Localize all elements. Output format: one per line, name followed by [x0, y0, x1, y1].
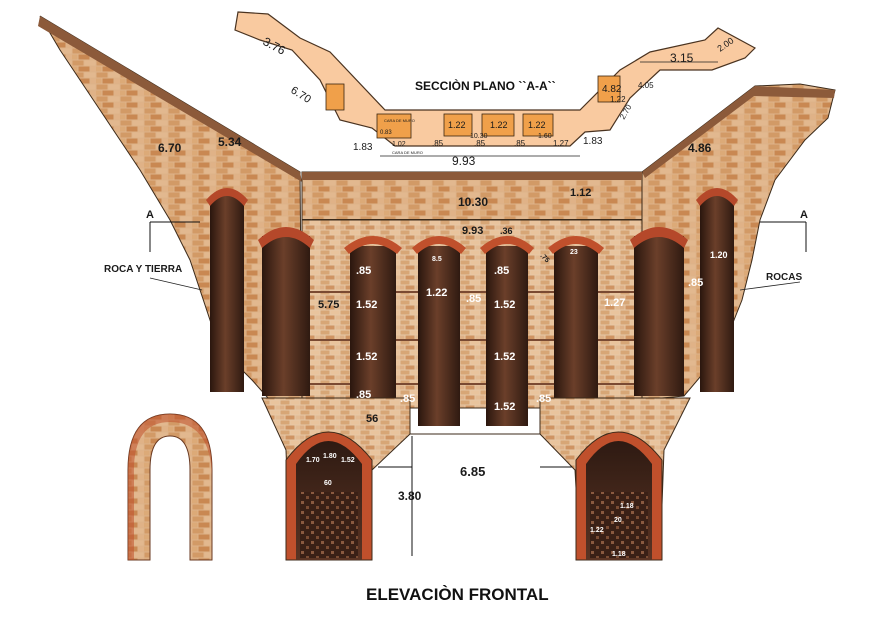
- plan-dim-122-b: 1.22: [490, 120, 508, 130]
- base-dim-85-b: .85: [536, 393, 551, 405]
- plan-dim-102: 1.02: [392, 141, 406, 148]
- plan-block: [522, 113, 554, 137]
- right-tunnel-dim-d: 20: [614, 517, 622, 524]
- main-title: ELEVACIÒN FRONTAL: [366, 585, 549, 604]
- elevation-labels: 6.70 5.34 4.86 10.30 1.12 9.93 .36 .75 2…: [104, 135, 808, 604]
- ground-leader: [739, 281, 801, 291]
- plan-dim-482: 4.82: [602, 84, 622, 95]
- left-tunnel-dim-b: 1.80: [323, 453, 337, 460]
- shaft-column: [344, 236, 402, 426]
- top-band-height: 1.12: [570, 187, 591, 199]
- plan-block: [376, 113, 412, 139]
- plan-block: [443, 113, 473, 137]
- top-band-cornice: [302, 172, 642, 180]
- plan-section: SECCIÒN PLANO ``A-A`` 3.76 6.70 3.15 2.0…: [234, 11, 756, 168]
- col3-dim-e: 1.52: [494, 401, 515, 413]
- col3-dim-c: 1.52: [494, 299, 515, 311]
- left-tunnel-grate: [300, 492, 358, 558]
- top-band-width: 10.30: [458, 195, 488, 209]
- left-tunnel-dim-c: 1.52: [341, 457, 355, 464]
- col1-dim-d: .85: [356, 389, 371, 401]
- col3-dim-d: 1.52: [494, 351, 515, 363]
- section-mark-right: A: [800, 209, 808, 221]
- dim-36: .36: [500, 226, 513, 236]
- col5-dim-a: 1.20: [710, 250, 728, 260]
- ground-leader: [149, 277, 203, 291]
- plan-dim-315: 3.15: [670, 51, 694, 65]
- plan-section-title: SECCIÒN PLANO ``A-A``: [415, 78, 556, 93]
- dim-75: .75: [539, 252, 551, 264]
- elevation: [38, 15, 836, 561]
- shaft-column: [412, 236, 466, 426]
- shaft-column: [480, 236, 534, 426]
- section-mark-left: A: [146, 209, 154, 221]
- col1-dim-a: .85: [356, 265, 371, 277]
- right-tunnel-dim-c: 1.18: [612, 551, 626, 558]
- plan-dim-85-c: .85: [514, 139, 526, 148]
- plan-dim-160: 1.60: [538, 133, 552, 140]
- col1-dim-c: 1.52: [356, 351, 377, 363]
- plan-dim-183-left: 1.83: [353, 142, 373, 153]
- wing-right-dim: 4.86: [688, 141, 712, 155]
- base-dim-85-a: .85: [400, 393, 415, 405]
- plan-dim-122-c: 1.22: [528, 120, 546, 130]
- label-roca-y-tierra: ROCA Y TIERRA: [104, 264, 182, 275]
- plan-label-cara-muro-b: CARA DE MURO: [392, 150, 423, 155]
- plan-dim-083: 0.83: [380, 130, 392, 136]
- height-left: 5.75: [318, 299, 339, 311]
- col1-dim-b: 1.52: [356, 299, 377, 311]
- col3-dim-b: .85: [466, 293, 481, 305]
- plan-dim-85-a: .85: [432, 139, 444, 148]
- col5-dim-b: .85: [688, 277, 703, 289]
- plan-dim-127: 1.27: [553, 139, 569, 148]
- right-wing-coping: [642, 86, 835, 178]
- plan-dim-993: 9.93: [452, 154, 476, 168]
- plan-block: [481, 113, 515, 137]
- left-tunnel-dim-d: 60: [324, 480, 332, 487]
- left-tunnel-dim-a: 1.70: [306, 457, 320, 464]
- wing-left-dim-a: 6.70: [158, 141, 182, 155]
- dim-23: 23: [570, 249, 578, 256]
- plan-dim-405: 4.05: [638, 81, 654, 90]
- col4-dim-a: 1.27: [604, 297, 625, 309]
- right-tunnel-dim-b: 1.22: [590, 527, 604, 534]
- col3-dim-a: .85: [494, 265, 509, 277]
- plan-dim-122-a: 1.22: [448, 120, 466, 130]
- shaft-column: [206, 188, 248, 392]
- shaft-column: [696, 188, 738, 392]
- plan-block: [597, 75, 621, 103]
- right-tunnel-dim-a: 1.18: [620, 503, 634, 510]
- opening-height: 3.80: [398, 489, 422, 503]
- plan-outline: [234, 11, 756, 147]
- plan-dim-1030: 10.30: [470, 133, 488, 140]
- plan-dim-183-right: 1.83: [583, 136, 603, 147]
- inner-width: 9.93: [462, 225, 483, 237]
- shaft-column: [548, 236, 604, 406]
- shaft-column: [630, 227, 688, 396]
- plan-dim-670: 6.70: [288, 84, 313, 106]
- arch-detail: [127, 413, 213, 561]
- col2-dim-a: 1.22: [426, 287, 447, 299]
- plan-block: [325, 83, 345, 111]
- shaft-column: [258, 227, 314, 396]
- dim-8-5: 8.5: [432, 256, 442, 263]
- left-wing-coping: [38, 16, 302, 182]
- opening-width: 6.85: [460, 464, 485, 479]
- label-rocas: ROCAS: [766, 272, 802, 283]
- base-dim-56: 56: [366, 413, 378, 425]
- right-tunnel-grate: [590, 492, 648, 558]
- wing-left-dim-b: 5.34: [218, 135, 242, 149]
- plan-dim-85-b: .85: [474, 139, 486, 148]
- plan-label-cara-muro-a: CARA DE MURO: [384, 118, 415, 123]
- plan-dim-122-right: 1.22: [610, 95, 626, 104]
